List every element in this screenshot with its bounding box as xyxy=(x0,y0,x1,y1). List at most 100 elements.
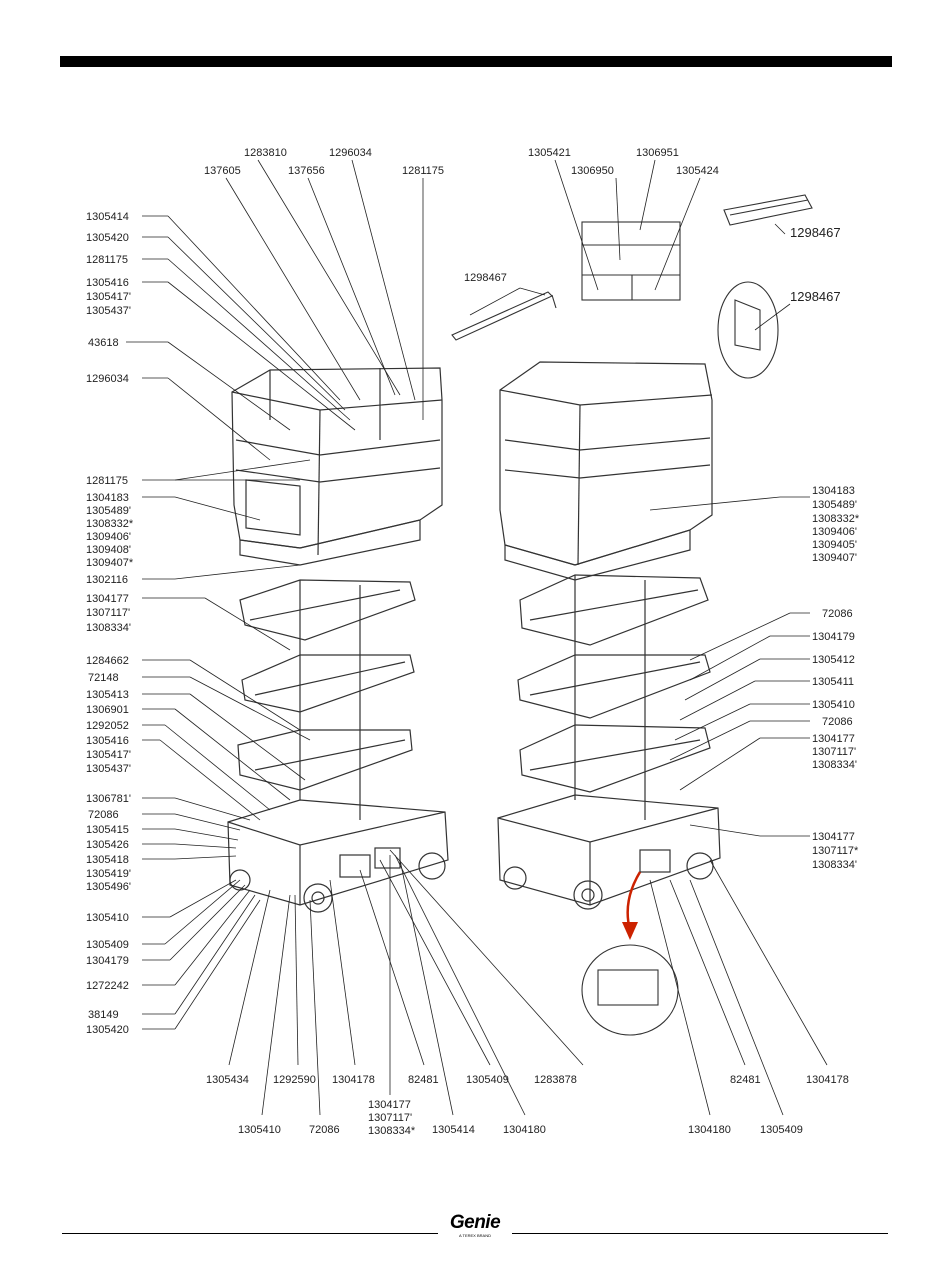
part-callout: 1305417' xyxy=(86,291,131,303)
part-callout: 1306950 xyxy=(571,165,614,177)
part-callout: 1308334* xyxy=(368,1125,416,1137)
part-callout: 1307117' xyxy=(86,607,130,619)
part-callout: 1298467 xyxy=(790,289,841,304)
right-machine-drawing xyxy=(497,361,721,910)
part-callout: 82481 xyxy=(408,1074,439,1086)
part-callout: 1304180 xyxy=(503,1124,546,1136)
part-callout: 1305412 xyxy=(812,654,855,666)
brand-logo: Genie A TEREX BRAND xyxy=(440,1212,510,1239)
part-callout: 1307117* xyxy=(812,845,859,857)
part-callout: 72086 xyxy=(822,716,853,728)
part-callout: 1296034 xyxy=(329,147,372,159)
part-callout: 43618 xyxy=(88,337,119,349)
part-callout: 1305416 xyxy=(86,735,129,747)
part-callout: 137605 xyxy=(204,165,241,177)
part-callout: 1306781' xyxy=(86,793,131,805)
part-callout: 1305410 xyxy=(86,912,129,924)
part-callout: 1305414 xyxy=(432,1124,475,1136)
part-callout: 1305413 xyxy=(86,689,129,701)
part-callout: 1272242 xyxy=(86,980,129,992)
footer-rule-left xyxy=(62,1233,438,1234)
part-callout: 1305489' xyxy=(86,505,131,517)
part-callout: 1296034 xyxy=(86,373,129,385)
part-callout: 1306951 xyxy=(636,147,679,159)
part-callout: 1292590 xyxy=(273,1074,316,1086)
part-callout: 1305410 xyxy=(812,699,855,711)
part-callout: 1305420 xyxy=(86,1024,129,1036)
part-callout: 1304177 xyxy=(368,1099,411,1111)
part-callout: 1305420 xyxy=(86,232,129,244)
part-callout: 1281175 xyxy=(86,254,128,266)
part-number-callouts: 1283810 137605 137656 1296034 1281175 13… xyxy=(86,147,860,1137)
part-callout: 72086 xyxy=(822,608,853,620)
part-callout: 1305410 xyxy=(238,1124,281,1136)
brand-tagline: A TEREX BRAND xyxy=(459,1233,491,1238)
part-callout: 1304177 xyxy=(812,733,855,745)
part-callout: 72086 xyxy=(309,1124,340,1136)
part-callout: 1309408' xyxy=(86,544,131,556)
part-callout: 1305434 xyxy=(206,1074,249,1086)
part-callout: 1309405' xyxy=(812,539,857,551)
part-callout: 1305419' xyxy=(86,868,131,880)
part-callout: 1308332* xyxy=(86,518,134,530)
part-callout: 72148 xyxy=(88,672,119,684)
part-callout: 1298467 xyxy=(790,225,841,240)
part-callout: 1307117' xyxy=(812,746,856,758)
part-callout: 1304177 xyxy=(812,831,855,843)
part-callout: 1305409 xyxy=(760,1124,803,1136)
part-callout: 1305489' xyxy=(812,499,857,511)
part-callout: 1283810 xyxy=(244,147,287,159)
part-callout: 1305411 xyxy=(812,676,854,688)
part-callout: 1281175 xyxy=(86,475,128,487)
part-callout: 1304180 xyxy=(688,1124,731,1136)
part-callout: 1308332* xyxy=(812,513,860,525)
part-callout: 38149 xyxy=(88,1009,119,1021)
part-callout: 1304183 xyxy=(86,492,129,504)
part-callout: 1305437' xyxy=(86,763,131,775)
part-callout: 1305426 xyxy=(86,839,129,851)
part-callout: 1305416 xyxy=(86,277,129,289)
part-callout: 1305437' xyxy=(86,305,131,317)
part-callout: 1308334' xyxy=(812,759,857,771)
part-callout: 1305496' xyxy=(86,881,131,893)
part-callout: 1309407' xyxy=(812,552,857,564)
part-callout: 1305414 xyxy=(86,211,129,223)
part-callout: 1306901 xyxy=(86,704,129,716)
left-machine-drawing xyxy=(227,367,449,913)
part-callout: 137656 xyxy=(288,165,325,177)
detail-arrow-head xyxy=(622,922,638,940)
part-callout: 1304177 xyxy=(86,593,129,605)
part-callout: 1305421 xyxy=(528,147,571,159)
part-callout: 1305424 xyxy=(676,165,719,177)
part-callout: 72086 xyxy=(88,809,119,821)
part-callout: 1304178 xyxy=(332,1074,375,1086)
part-callout: 1304179 xyxy=(812,631,855,643)
part-callout: 1309406' xyxy=(812,526,857,538)
part-callout: 1298467 xyxy=(464,272,507,284)
part-callout: 1304178 xyxy=(806,1074,849,1086)
brand-name: Genie xyxy=(449,1212,501,1233)
part-callout: 1305417' xyxy=(86,749,131,761)
part-callout: 82481 xyxy=(730,1074,761,1086)
part-callout: 1305415 xyxy=(86,824,129,836)
leader-lines xyxy=(126,159,828,1116)
detail-arrow xyxy=(626,871,642,931)
part-callout: 1304183 xyxy=(812,485,855,497)
part-callout: 1305418 xyxy=(86,854,129,866)
part-callout: 1281175 xyxy=(402,165,444,177)
part-callout: 1305409 xyxy=(86,939,129,951)
detail-views xyxy=(451,194,813,1036)
part-callout: 1283878 xyxy=(534,1074,577,1086)
part-callout: 1308334' xyxy=(86,622,131,634)
part-callout: 1309406' xyxy=(86,531,131,543)
part-callout: 1304179 xyxy=(86,955,129,967)
part-callout: 1307117' xyxy=(368,1112,412,1124)
part-callout: 1284662 xyxy=(86,655,129,667)
footer-rule-right xyxy=(512,1233,888,1234)
part-callout: 1308334' xyxy=(812,859,857,871)
part-callout: 1305409 xyxy=(466,1074,509,1086)
header-bar xyxy=(60,56,892,67)
part-callout: 1292052 xyxy=(86,720,129,732)
